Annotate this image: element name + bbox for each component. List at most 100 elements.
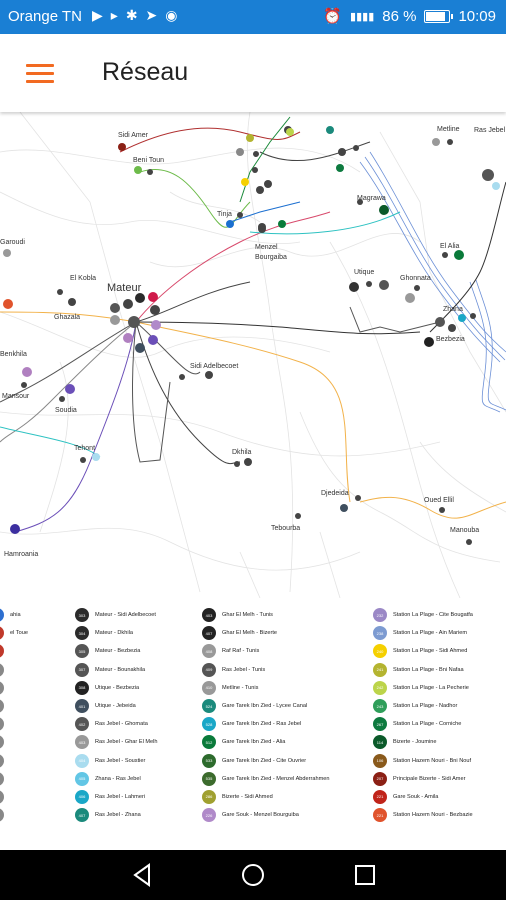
clock: 10:09 <box>458 7 496 25</box>
legend-item[interactable]: 303 Mateur - Sidi Adelbecoet <box>75 606 158 624</box>
legend-label: Bizerte - Joumine <box>393 739 437 746</box>
line-color-icon: 404 <box>75 753 89 768</box>
line-color-icon: 303 <box>75 608 89 623</box>
youtube-icon: ▶ <box>92 7 103 23</box>
place-label: Bezbezia <box>436 336 465 343</box>
legend-label: el Toue <box>10 630 28 637</box>
menu-icon[interactable] <box>26 64 54 84</box>
map-canvas[interactable]: Sidi Amer Beni Toun Mateur El Kobla Ghaz… <box>0 112 506 598</box>
station-markers[interactable] <box>3 126 500 545</box>
line-color-icon <box>0 644 4 659</box>
messenger-icon: ◉ <box>165 7 178 23</box>
legend-item[interactable] <box>0 715 28 733</box>
legend-label: Mateur - Bounakhila <box>95 666 146 673</box>
line-color-icon <box>0 608 4 623</box>
legend-item[interactable] <box>0 697 28 715</box>
line-color-icon <box>0 789 4 804</box>
legend-label: Gare Tarek Ibn Zied - Cite Ouvrier <box>222 757 307 764</box>
legend-label: Station La Plage - La Pecherie <box>393 684 469 691</box>
home-icon[interactable] <box>238 860 268 890</box>
line-color-icon <box>0 735 4 750</box>
legend-item[interactable] <box>0 733 28 751</box>
legend-item[interactable] <box>0 661 28 679</box>
recents-icon[interactable] <box>350 860 380 890</box>
line-color-icon: 403 <box>75 735 89 750</box>
legend-label: Ras Jebel - Zhana <box>95 812 141 819</box>
legend-label: Mateur - Sidi Adelbecoet <box>95 612 156 619</box>
line-color-icon: 221 <box>373 789 387 804</box>
place-label: Zhana <box>443 306 463 313</box>
carrier-name: Orange TN <box>8 8 82 25</box>
line-color-icon: 405 <box>75 771 89 786</box>
legend-label: Gare Souk - Amila <box>393 793 439 800</box>
legend-item[interactable]: el Toue <box>0 624 28 642</box>
legend-item[interactable] <box>0 679 28 697</box>
place-label: Sidi Amer <box>118 132 149 139</box>
legend-item[interactable] <box>0 642 28 660</box>
legend-item[interactable] <box>0 752 28 770</box>
legend-item[interactable]: ahia <box>0 606 28 624</box>
legend-item[interactable] <box>0 806 28 824</box>
legend-label: Station La Plage - Bni Nafaa <box>393 666 464 673</box>
line-color-icon <box>0 626 4 641</box>
legend-item[interactable] <box>0 770 28 788</box>
legend-item[interactable]: 221 Gare Souk - Amila <box>373 788 473 806</box>
legend-label: Station La Plage - Sidi Ahmed <box>393 648 468 655</box>
network-map[interactable]: Sidi Amer Beni Toun Mateur El Kobla Ghaz… <box>0 112 506 598</box>
legend-label: Mateur - Bezbezia <box>95 648 141 655</box>
place-label: Ghazala <box>54 314 80 321</box>
line-color-icon: 401 <box>75 699 89 714</box>
legend-label: Raf Raf - Tunis <box>222 648 260 655</box>
line-color-icon <box>0 699 4 714</box>
line-color-icon: 106 <box>373 753 387 768</box>
place-label: Mateur <box>107 282 142 294</box>
line-color-icon <box>0 753 4 768</box>
place-label: Ras Jebel <box>474 127 506 134</box>
line-color-icon <box>0 680 4 695</box>
line-color-icon: 403 <box>202 608 216 623</box>
back-icon[interactable] <box>127 860 157 890</box>
legend-item[interactable] <box>0 788 28 806</box>
battery-percent: 86 % <box>382 7 417 25</box>
place-label: Hamroania <box>4 551 38 558</box>
notification-icons: ▶ ▸ ✱ ➤ ◉ <box>92 7 178 24</box>
legend-label: Gare Souk - Menzel Bourguiba <box>222 812 299 819</box>
place-label: Oued Ellil <box>424 497 454 504</box>
